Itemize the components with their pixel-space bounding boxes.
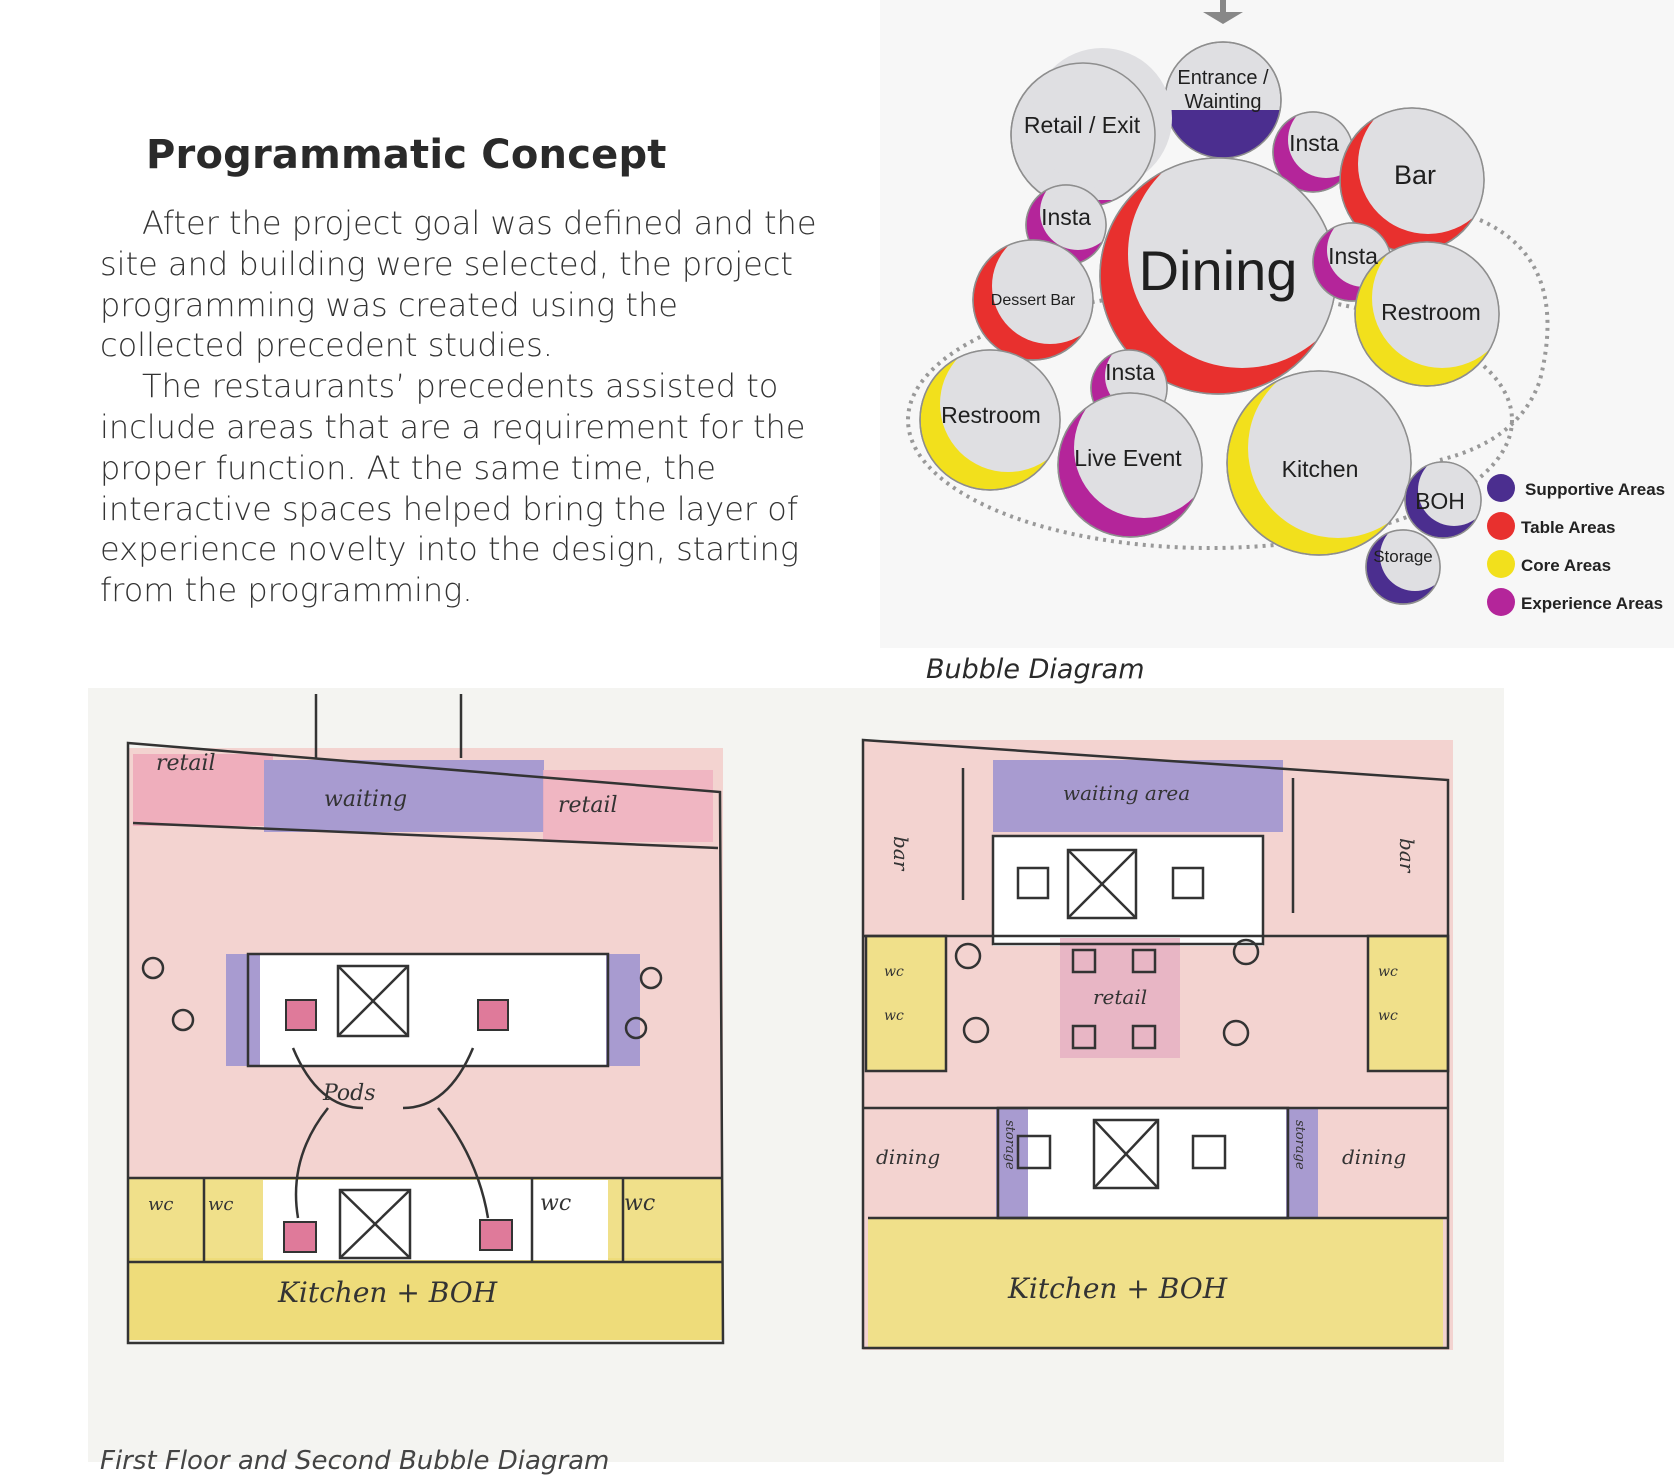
label-entrance-2: Wainting xyxy=(1184,91,1261,113)
figure-caption-partial: First Floor and Second Bubble Diagram xyxy=(100,1446,609,1476)
legend-item: Core Areas xyxy=(1487,550,1611,578)
label-right-storage-2: storage xyxy=(1292,1120,1307,1170)
label-right-kitchen: Kitchen + BOH xyxy=(1007,1272,1228,1305)
label-left-retail-2: retail xyxy=(558,793,618,818)
label-restroom-right: Restroom xyxy=(1381,299,1481,325)
label-retail-exit: Retail / Exit xyxy=(1024,112,1141,138)
label-insta-2: Insta xyxy=(1041,204,1091,230)
legend-label: Core Areas xyxy=(1521,556,1611,575)
legend-item: Experience Areas xyxy=(1487,588,1663,616)
label-bar: Bar xyxy=(1394,160,1436,190)
label-restroom-left: Restroom xyxy=(941,402,1041,428)
label-insta-1: Insta xyxy=(1289,130,1339,156)
legend-item: Supportive Areas xyxy=(1487,474,1665,502)
label-right-wc-4: wc xyxy=(1378,1008,1398,1024)
label-storage: Storage xyxy=(1373,547,1433,566)
label-wc-1: wc xyxy=(148,1194,174,1215)
label-wc-3: wc xyxy=(540,1191,571,1216)
label-pods: Pods xyxy=(322,1081,376,1106)
paragraph-2: The restaurants’ precedents assisted to … xyxy=(100,366,820,611)
body-text: After the project goal was defined and t… xyxy=(100,203,820,611)
label-right-dining-2: dining xyxy=(1342,1145,1406,1169)
legend: Supportive Areas Table Areas Core Areas … xyxy=(1487,474,1665,616)
label-insta-4: Insta xyxy=(1105,359,1155,385)
legend-label: Experience Areas xyxy=(1521,594,1663,613)
label-left-waiting: waiting xyxy=(324,787,407,812)
legend-swatch xyxy=(1487,512,1515,540)
label-wc-4: wc xyxy=(624,1191,655,1216)
label-insta-3: Insta xyxy=(1328,243,1378,269)
label-right-dining-1: dining xyxy=(876,1145,940,1169)
bubble-diagram: Entrance / Wainting Retail / Exit Insta … xyxy=(880,0,1674,648)
label-kitchen: Kitchen xyxy=(1282,456,1359,482)
legend-item: Table Areas xyxy=(1487,512,1616,540)
sketch-left: retail waiting retail Pods wc wc wc wc K… xyxy=(128,694,723,1343)
label-dining: Dining xyxy=(1139,239,1298,302)
legend-swatch xyxy=(1487,550,1515,578)
label-left-kitchen: Kitchen + BOH xyxy=(277,1276,498,1309)
label-dessert-bar: Dessert Bar xyxy=(991,292,1076,309)
label-live-event: Live Event xyxy=(1074,445,1182,471)
label-right-waiting-area: waiting area xyxy=(1063,781,1190,805)
label-right-wc-1: wc xyxy=(884,964,904,980)
legend-swatch xyxy=(1487,588,1515,616)
paragraph-1: After the project goal was defined and t… xyxy=(100,203,820,366)
label-right-retail: retail xyxy=(1093,985,1147,1009)
label-boh: BOH xyxy=(1415,488,1465,514)
label-wc-2: wc xyxy=(208,1194,234,1215)
floor-plan-sketches: retail waiting retail Pods wc wc wc wc K… xyxy=(88,688,1504,1462)
sketch-right: waiting area bar bar retail wc wc wc wc … xyxy=(863,740,1453,1350)
label-right-wc-3: wc xyxy=(1378,964,1398,980)
page-title: Programmatic Concept xyxy=(146,132,667,178)
legend-swatch xyxy=(1487,474,1515,502)
label-entrance-1: Entrance / xyxy=(1177,67,1269,89)
bubble-diagram-caption: Bubble Diagram xyxy=(926,654,1145,685)
label-right-storage-1: storage xyxy=(1002,1120,1017,1170)
label-right-bar-2: bar xyxy=(1395,838,1419,874)
legend-label: Table Areas xyxy=(1521,518,1616,537)
label-right-bar-1: bar xyxy=(889,836,913,872)
label-right-wc-2: wc xyxy=(884,1008,904,1024)
legend-label: Supportive Areas xyxy=(1525,480,1665,499)
label-left-retail-1: retail xyxy=(156,751,216,776)
entrance-arrow xyxy=(1203,0,1243,24)
